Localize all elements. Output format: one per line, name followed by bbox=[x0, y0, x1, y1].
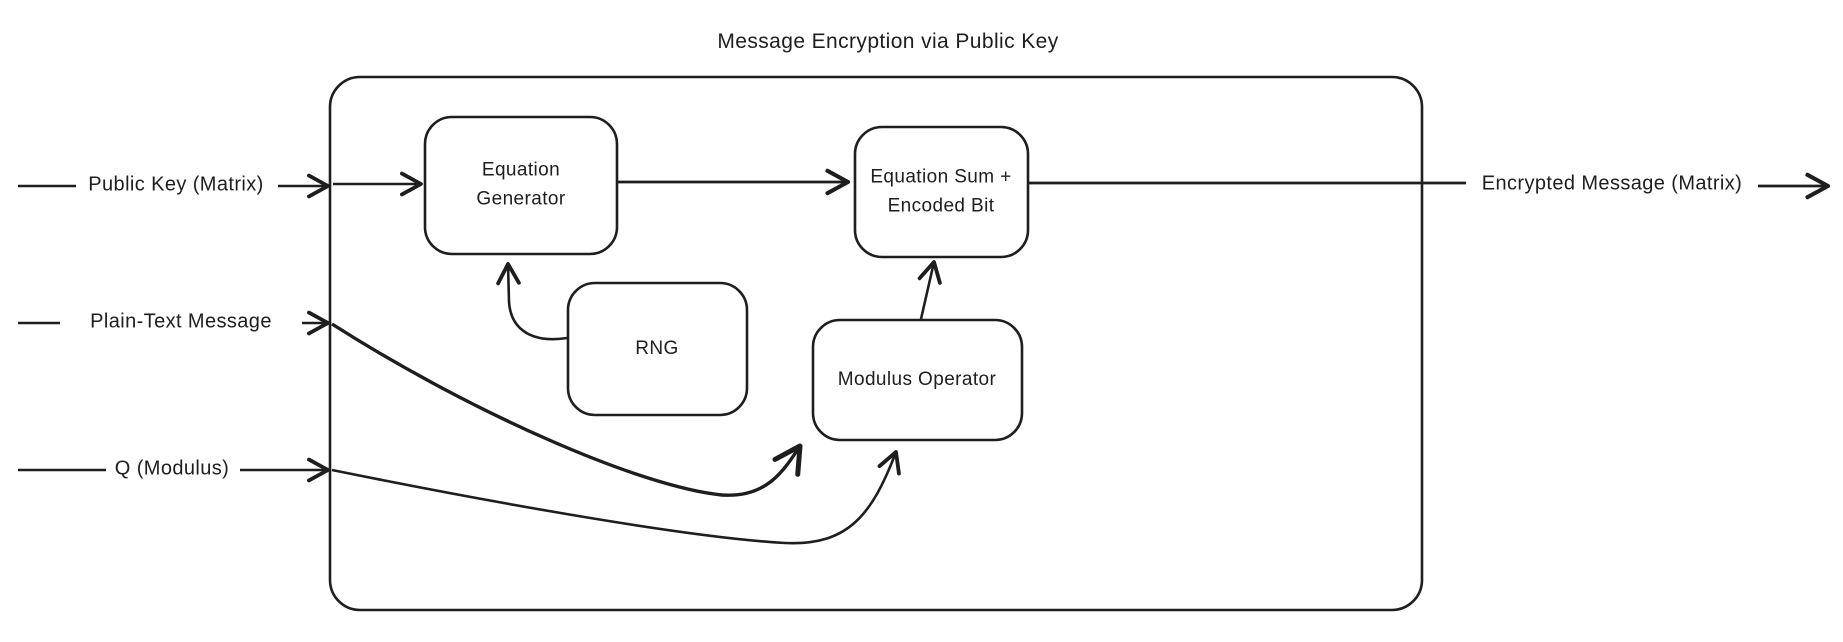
node-rng-label: RNG bbox=[635, 335, 678, 364]
diagram-title: Message Encryption via Public Key bbox=[717, 30, 1059, 53]
node-equation-generator-line2: Generator bbox=[476, 188, 566, 209]
node-equation-sum-label: Equation Sum + Encoded Bit bbox=[870, 164, 1011, 221]
output-label-encrypted-message: Encrypted Message (Matrix) bbox=[1481, 172, 1743, 195]
node-equation-sum-line1: Equation Sum + bbox=[870, 166, 1012, 188]
node-modulus-operator-label: Modulus Operator bbox=[838, 366, 996, 395]
arrow-rng-to-equation-generator bbox=[496, 262, 568, 341]
input-label-public-key: Public Key (Matrix) bbox=[88, 173, 264, 196]
arrow-modulus-to-equation-sum bbox=[917, 260, 942, 320]
node-equation-generator-box bbox=[423, 115, 619, 256]
node-rng-line1: RNG bbox=[635, 337, 679, 359]
node-modulus-operator-line1: Modulus Operator bbox=[837, 368, 997, 390]
node-modulus-operator-box bbox=[811, 318, 1024, 442]
input-label-q-modulus: Q (Modulus) bbox=[114, 457, 230, 480]
input-label-plain-text: Plain-Text Message bbox=[90, 310, 272, 333]
container-box bbox=[328, 75, 1424, 612]
arrow-plain-text-to-modulus bbox=[331, 322, 803, 497]
node-rng-box bbox=[566, 281, 749, 417]
node-equation-sum-line2: Encoded Bit bbox=[887, 195, 995, 216]
node-equation-sum-box bbox=[853, 125, 1030, 259]
node-equation-generator-label: Equation Generator bbox=[476, 157, 565, 214]
arrow-q-to-modulus bbox=[331, 450, 901, 545]
node-equation-generator-line1: Equation bbox=[481, 159, 561, 181]
